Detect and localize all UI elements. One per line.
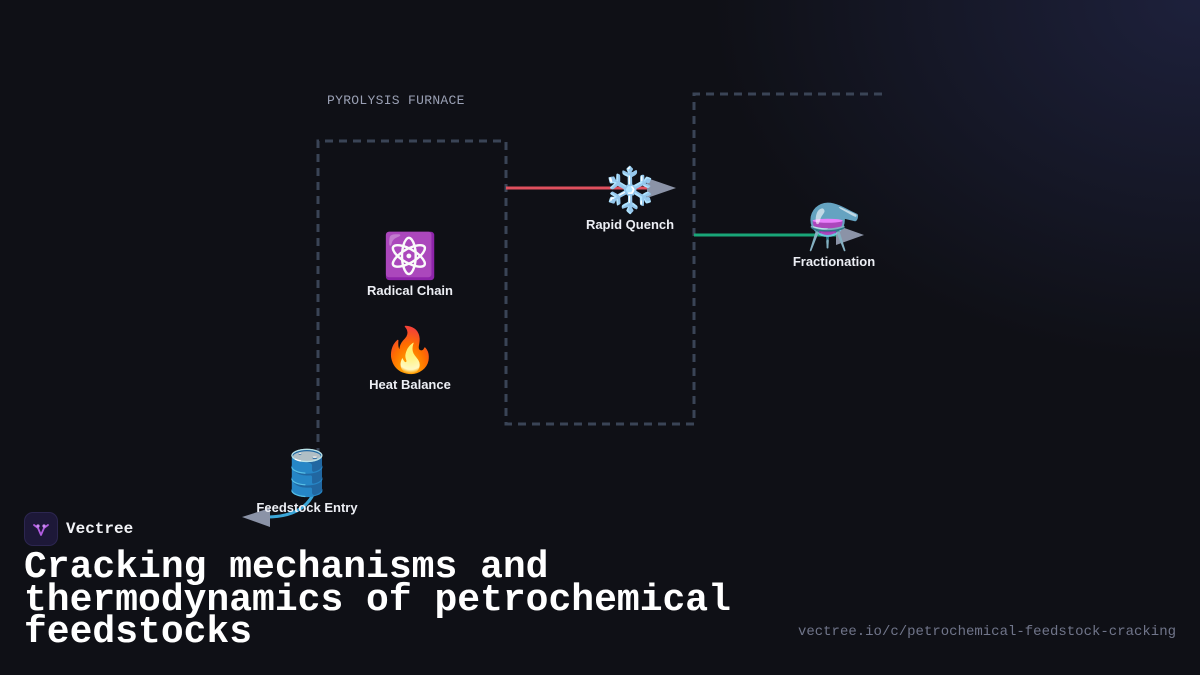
node-label: Radical Chain: [367, 283, 453, 298]
flask-icon: ⚗️: [806, 202, 862, 253]
arrowhead-fractionation: [836, 225, 864, 245]
arrowhead-feedstock: [242, 508, 270, 527]
node-label: Feedstock Entry: [256, 500, 358, 515]
snowflake-icon: ❄️: [602, 165, 658, 216]
node-label: Heat Balance: [369, 377, 451, 392]
brand-name: Vectree: [66, 520, 134, 538]
node-fractionation[interactable]: ⚗️ Fractionation: [792, 202, 876, 270]
node-radical-chain[interactable]: ⚛️ Radical Chain: [367, 231, 453, 299]
node-label: Rapid Quench: [585, 217, 675, 232]
node-label: Fractionation: [792, 254, 876, 269]
arrowhead-quench: [647, 178, 676, 198]
page-title: Cracking mechanisms and thermodynamics o…: [24, 546, 731, 654]
oil-barrel-icon: 🛢️: [279, 448, 335, 499]
brand[interactable]: Vectree: [24, 512, 133, 546]
furnace-group-outline: [316, 92, 882, 470]
edge-feedstock-link: [265, 469, 320, 519]
atom-icon: ⚛️: [382, 231, 438, 282]
node-feedstock-entry[interactable]: 🛢️ Feedstock Entry: [256, 448, 358, 516]
node-heat-balance[interactable]: 🔥 Heat Balance: [369, 325, 451, 393]
fire-icon: 🔥: [382, 325, 438, 376]
page-url[interactable]: vectree.io/c/petrochemical-feedstock-cra…: [797, 624, 1176, 640]
group-label-pyrolysis-furnace: PYROLYSIS FURNACE: [327, 93, 465, 108]
vectree-logo-icon: [24, 512, 58, 546]
node-rapid-quench[interactable]: ❄️ Rapid Quench: [585, 165, 675, 233]
